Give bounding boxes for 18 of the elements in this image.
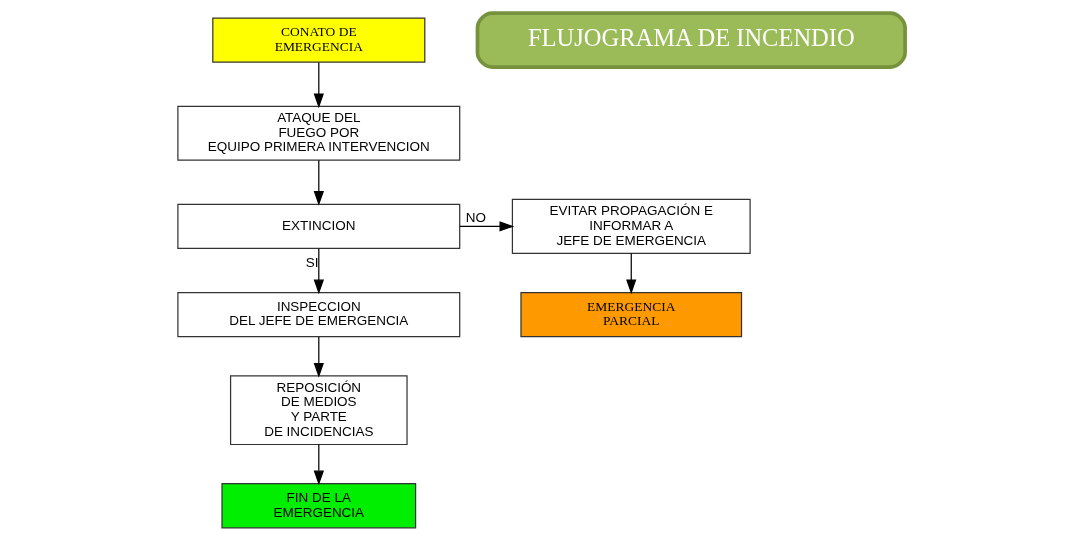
node-box: INSPECCION DEL JEFE DE EMERGENCIA — [177, 291, 461, 338]
arrow — [459, 221, 515, 232]
node-box: EVITAR PROPAGACIÓN E INFORMAR A JEFE DE EMERGENCIA — [511, 198, 751, 254]
edge-label: SI — [305, 254, 319, 270]
node-box: REPOSICIÓN DE MEDIOS Y PARTE DE INCIDENCIAS — [229, 375, 408, 446]
node-box: EMERGENCIA PARCIAL — [520, 291, 743, 338]
arrow — [313, 336, 324, 378]
arrow — [313, 248, 324, 295]
node-box: CONATO DE EMERGENCIA — [212, 17, 426, 63]
node-box: FLUJOGRAMA DE INCENDIO — [475, 11, 907, 69]
edge-label: NO — [465, 210, 486, 226]
arrow — [626, 252, 637, 295]
arrow — [313, 61, 324, 109]
node-box: ATAQUE DEL FUEGO POR EQUIPO PRIMERA INTERVENCION — [177, 105, 461, 161]
node-box: FIN DE LA EMERGENCIA — [221, 483, 417, 529]
arrow — [313, 159, 324, 206]
arrow — [313, 443, 324, 486]
node-box: EXTINCION — [177, 203, 461, 250]
